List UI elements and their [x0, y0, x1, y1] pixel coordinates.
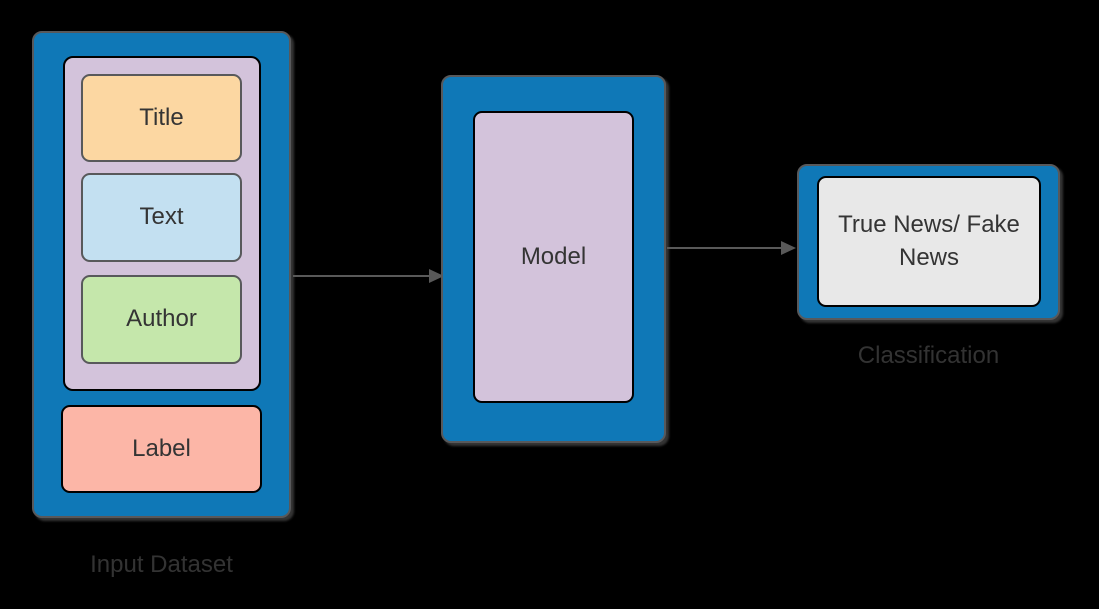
text-field-label: Text	[139, 203, 184, 231]
model-box: Model	[473, 111, 634, 403]
classification-result-label: True News/ Fake News	[838, 211, 1020, 271]
field-box-text: Text	[81, 173, 242, 262]
model-label: Model	[520, 242, 587, 270]
author-field-label: Author	[126, 305, 197, 333]
field-box-title: Title	[81, 74, 242, 162]
classification-output-box: True News/ Fake News	[817, 176, 1041, 307]
field-box-label: Label	[61, 405, 262, 493]
arrow-line	[667, 247, 782, 249]
input-dataset-caption: Input Dataset	[90, 551, 233, 578]
label-field-label: Label	[132, 434, 191, 462]
arrow-head-icon	[781, 241, 796, 255]
arrow-line	[293, 275, 430, 277]
field-box-author: Author	[81, 275, 242, 364]
title-field-label: Title	[139, 103, 184, 131]
classification-caption: Classification	[857, 342, 1000, 369]
